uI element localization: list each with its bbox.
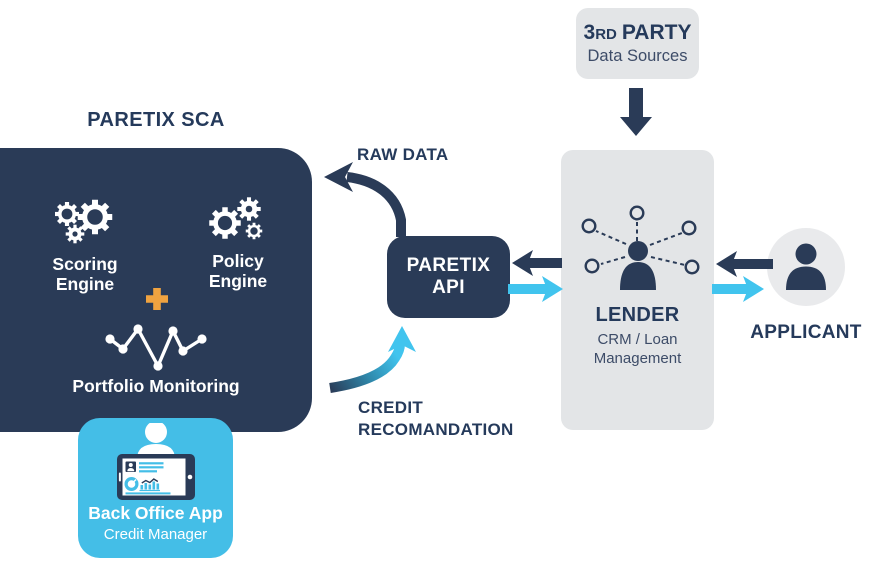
credit-recommendation-arrow [329, 326, 416, 393]
portfolio-monitoring-label: Portfolio Monitoring [72, 376, 240, 396]
lender-title: LENDER [595, 304, 680, 326]
credit-recommendation-label: CREDIT RECOMANDATION [358, 398, 514, 440]
gears-icon [206, 197, 264, 245]
raw-data-label: RAW DATA [357, 145, 449, 164]
tablet-person-icon [116, 423, 195, 500]
scoring-engine-module: Scoring Engine [33, 198, 137, 294]
applicant-avatar [767, 228, 845, 306]
lender-subtitle: CRM / Loan Management [593, 331, 682, 367]
arrow-thirdparty-to-lender [620, 88, 652, 136]
back-office-subtitle: Credit Manager [103, 526, 208, 543]
arrow-api-to-lender [508, 276, 563, 302]
line-chart-icon [105, 324, 207, 371]
back-office-title: Back Office App [88, 503, 223, 523]
arrow-applicant-to-lender [716, 251, 773, 277]
arrow-lender-to-api [512, 250, 562, 276]
applicant-label: APPLICANT [750, 322, 862, 343]
policy-engine-module: Policy Engine [186, 195, 290, 291]
person-icon [786, 243, 826, 290]
lender-box: LENDER CRM / Loan Management [561, 150, 714, 430]
policy-engine-label: Policy Engine [208, 251, 268, 292]
raw-data-arrow [324, 162, 406, 237]
arrow-lender-to-applicant [712, 276, 764, 302]
plus-icon [146, 288, 168, 310]
paretix-sca-title: PARETIX SCA [87, 109, 225, 131]
back-office-box: Back Office App Credit Manager [78, 418, 233, 558]
scoring-engine-label: Scoring Engine [52, 254, 118, 295]
third-party-subtitle: Data Sources [587, 46, 688, 65]
paretix-api-label: PARETIX API [406, 254, 491, 298]
gears-icon [53, 198, 120, 244]
paretix-api-box: PARETIX API [387, 236, 510, 318]
network-icon [580, 205, 699, 290]
paretix-sca-box: Scoring Engine Policy Engine Portfolio M… [0, 148, 312, 432]
